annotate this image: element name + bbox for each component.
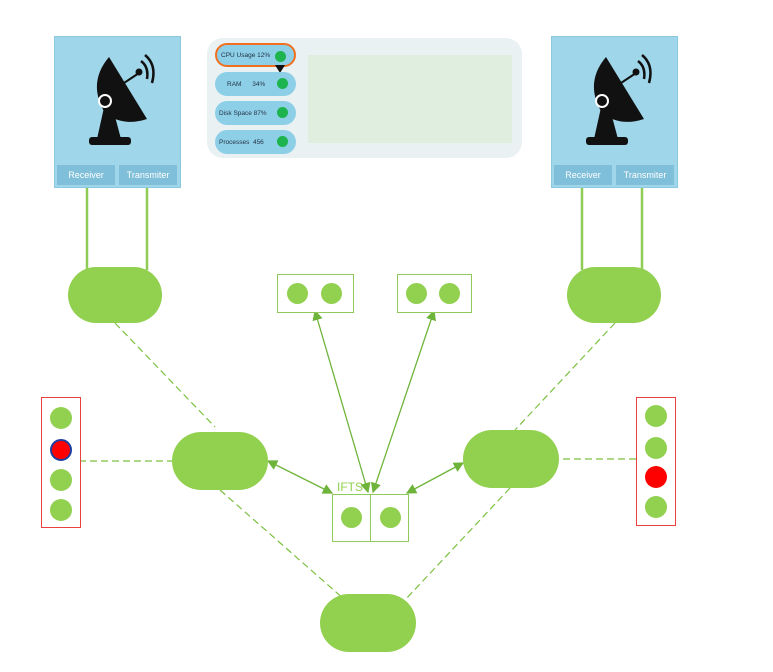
rack-right[interactable] (636, 397, 676, 526)
port-indicator (439, 283, 460, 304)
detail-chart-area (308, 55, 512, 143)
dashed-links (79, 322, 636, 601)
slot-ok-indicator (645, 437, 667, 459)
node-top-left[interactable] (68, 267, 162, 323)
slot-alert-indicator (50, 439, 72, 461)
cursor-icon (275, 65, 285, 73)
dashed-link (114, 322, 216, 428)
antenna-panel-left[interactable]: Receiver Transmiter (54, 36, 181, 188)
node-mid-left[interactable] (172, 432, 268, 490)
metric-label: RAM 34% (227, 80, 266, 88)
satellite-dish-icon (586, 54, 652, 145)
receiver-button[interactable]: Receiver (554, 165, 612, 185)
status-ok-icon (277, 107, 288, 118)
slot-alert-indicator (645, 466, 667, 488)
dashed-link (404, 487, 511, 601)
arrow (266, 460, 334, 494)
metric-label: CPU Usage 12% (221, 51, 271, 59)
arrows (266, 309, 465, 494)
transmitter-button[interactable]: Transmiter (119, 165, 177, 185)
port-indicator (341, 507, 362, 528)
device-box-right[interactable] (397, 274, 472, 313)
antenna-links (85, 186, 644, 270)
hub-divider (370, 495, 371, 541)
port-indicator (287, 283, 308, 304)
hub-label: IFTS (337, 480, 363, 494)
slot-ok-indicator (50, 499, 72, 521)
node-top-right[interactable] (567, 267, 661, 323)
arrow (312, 309, 371, 494)
system-monitor-panel: CPU Usage 12% RAM 34% Disk Space 87% Pro… (207, 38, 522, 158)
slot-ok-indicator (645, 405, 667, 427)
arrow (405, 462, 465, 494)
port-indicator (321, 283, 342, 304)
port-indicator (406, 283, 427, 304)
transmitter-button[interactable]: Transmiter (616, 165, 674, 185)
metric-processes[interactable]: Processes 456 (215, 130, 296, 154)
dashed-link (514, 322, 616, 431)
metric-disk-space[interactable]: Disk Space 87% (215, 101, 296, 125)
status-ok-icon (277, 78, 288, 89)
port-indicator (380, 507, 401, 528)
satellite-dish-icon (89, 54, 155, 145)
node-mid-right[interactable] (463, 430, 559, 488)
metric-ram[interactable]: RAM 34% (215, 72, 296, 96)
status-ok-icon (275, 51, 286, 62)
metric-label: Processes 456 (219, 138, 264, 146)
slot-ok-indicator (645, 496, 667, 518)
dashed-link (219, 489, 346, 601)
node-bottom[interactable] (320, 594, 416, 652)
metric-label: Disk Space 87% (219, 109, 267, 117)
rack-left[interactable] (41, 397, 81, 528)
receiver-button[interactable]: Receiver (57, 165, 115, 185)
arrow (370, 309, 437, 494)
device-box-left[interactable] (277, 274, 354, 313)
slot-ok-indicator (50, 469, 72, 491)
metric-cpu-usage[interactable]: CPU Usage 12% (215, 43, 296, 67)
slot-ok-indicator (50, 407, 72, 429)
antenna-panel-right[interactable]: Receiver Transmiter (551, 36, 678, 188)
ifts-hub[interactable] (332, 494, 409, 542)
status-ok-icon (277, 136, 288, 147)
